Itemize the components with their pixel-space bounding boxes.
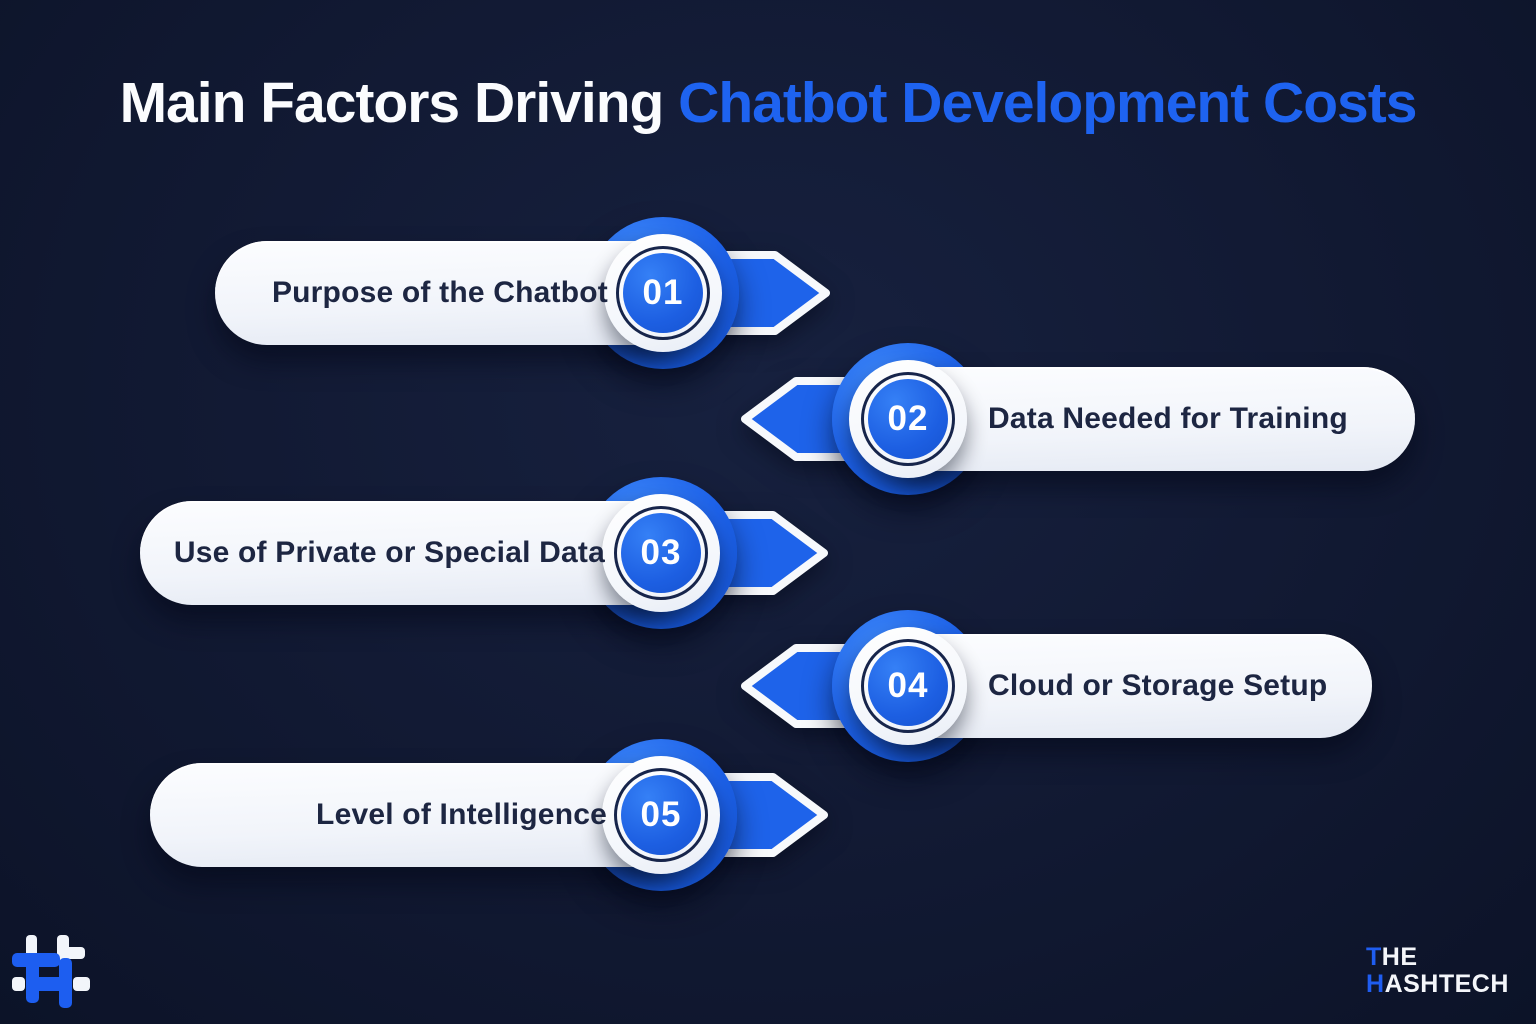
title-part-blue: Chatbot Development Costs bbox=[678, 71, 1417, 135]
number-badge: 03 bbox=[621, 513, 701, 593]
number-text: 04 bbox=[887, 666, 929, 705]
hashtag-logo-icon bbox=[12, 935, 90, 1008]
brand-line-2: HASHTECH bbox=[1366, 971, 1509, 998]
number-badge: 04 bbox=[868, 646, 948, 726]
factor-pill bbox=[140, 501, 688, 605]
brand-line2-rest: ASHTECH bbox=[1384, 970, 1509, 998]
brand-wordmark: THE HASHTECH bbox=[1366, 944, 1509, 998]
brand-line1-rest: HE bbox=[1381, 943, 1418, 971]
factor-label: Level of Intelligence bbox=[316, 798, 607, 831]
number-text: 03 bbox=[640, 533, 682, 572]
title-part-white: Main Factors Driving bbox=[119, 71, 679, 135]
brand-line-1: THE bbox=[1366, 944, 1509, 971]
number-ring bbox=[614, 506, 708, 600]
number-ring bbox=[861, 639, 955, 733]
number-ring bbox=[616, 246, 710, 340]
number-text: 01 bbox=[642, 273, 684, 312]
brand-line1-accent: T bbox=[1366, 943, 1382, 971]
number-badge: 02 bbox=[868, 379, 948, 459]
factor-pill bbox=[878, 367, 1415, 471]
number-text: 05 bbox=[640, 795, 682, 834]
factor-label: Purpose of the Chatbot bbox=[271, 276, 608, 309]
number-ring bbox=[614, 768, 708, 862]
number-badge: 05 bbox=[621, 775, 701, 855]
brand-line2-accent: H bbox=[1366, 970, 1385, 998]
number-ring bbox=[861, 372, 955, 466]
number-badge: 01 bbox=[623, 253, 703, 333]
page-title: Main Factors Driving Chatbot Development… bbox=[0, 70, 1536, 136]
factor-label: Cloud or Storage Setup bbox=[988, 669, 1328, 702]
factor-label: Data Needed for Training bbox=[988, 402, 1348, 435]
factor-pill bbox=[150, 763, 688, 867]
factor-label: Use of Private or Special Data bbox=[173, 536, 605, 569]
number-text: 02 bbox=[887, 399, 929, 438]
